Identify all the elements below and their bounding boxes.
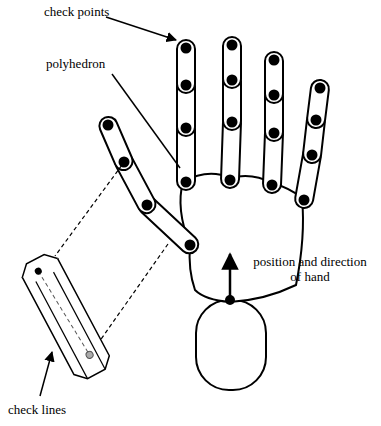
leader-line: [106, 17, 176, 40]
check-point: [227, 117, 238, 128]
zoom-line: [55, 165, 122, 256]
check-point: [299, 195, 310, 206]
check-point: [267, 180, 278, 191]
direction-arrow: [229, 254, 232, 300]
prism-inset: [18, 250, 114, 384]
check-point: [225, 175, 236, 186]
zoom-line: [92, 244, 168, 352]
callout-label: check lines: [8, 402, 66, 417]
check-point: [181, 43, 192, 54]
check-point: [311, 115, 322, 126]
callout-label: position and direction of hand: [250, 254, 370, 284]
check-point: [181, 80, 192, 91]
check-point: [185, 240, 196, 251]
palm-polyhedron: [180, 174, 303, 302]
finger-link: [97, 114, 136, 173]
check-point: [103, 120, 114, 131]
finger-link: [223, 37, 241, 88]
check-point: [315, 83, 326, 94]
callout-label: polyhedron: [46, 56, 105, 71]
check-point: [227, 40, 238, 51]
check-point: [85, 350, 94, 359]
check-point: [181, 177, 192, 188]
leader-line: [112, 74, 180, 168]
check-point: [181, 123, 192, 134]
check-point: [307, 150, 318, 161]
finger-links: [97, 37, 330, 257]
check-point: [269, 128, 280, 139]
finger-link: [135, 193, 202, 257]
check-point: [269, 90, 280, 101]
wrist-shape: [196, 300, 266, 390]
check-point: [34, 266, 43, 275]
finger-link: [265, 52, 283, 103]
finger-link: [112, 151, 158, 217]
finger-link: [306, 79, 330, 129]
callout-label: check points: [44, 4, 109, 19]
check-point: [225, 295, 235, 305]
check-point: [142, 200, 153, 211]
check-point: [227, 75, 238, 86]
check-line: [38, 268, 89, 357]
leader-line: [40, 352, 52, 396]
finger-link: [177, 40, 195, 93]
check-point: [119, 157, 130, 168]
check-point: [269, 55, 280, 66]
